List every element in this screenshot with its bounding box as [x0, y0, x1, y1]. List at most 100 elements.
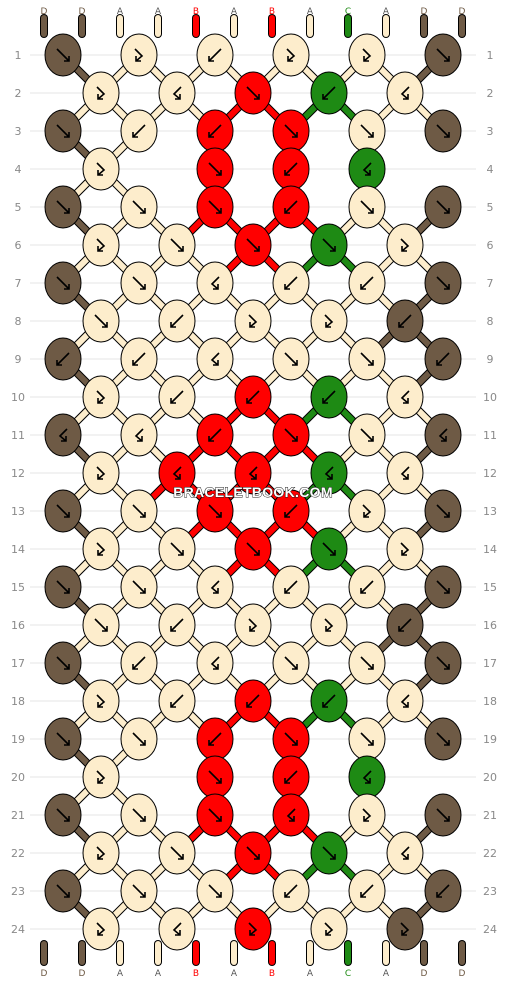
- bottom-strand-label: A: [383, 969, 390, 979]
- backward-forward-icon: [172, 922, 182, 936]
- forward-arrow-icon: [132, 732, 146, 746]
- backward-arrow-icon: [360, 276, 374, 290]
- top-strand-label: A: [383, 7, 390, 17]
- knot: [424, 261, 462, 305]
- forward-backward-icon: [324, 314, 334, 328]
- backward-arrow-icon: [208, 48, 222, 62]
- forward-arrow-icon: [284, 428, 298, 442]
- forward-arrow-icon: [322, 846, 336, 860]
- backward-arrow-icon: [132, 352, 146, 366]
- forward-backward-icon: [400, 542, 410, 556]
- knot: [82, 299, 120, 343]
- backward-arrow-icon: [56, 352, 70, 366]
- knot: [272, 147, 310, 191]
- knot-body: [234, 299, 272, 343]
- forward-arrow-icon: [436, 732, 450, 746]
- top-strand-label: A: [117, 7, 124, 17]
- knot: [310, 299, 348, 343]
- backward-forward-icon: [400, 86, 410, 100]
- knot: [234, 679, 272, 723]
- knot: [386, 907, 424, 951]
- knot: [196, 413, 234, 457]
- forward-arrow-icon: [436, 200, 450, 214]
- top-strand-label: A: [307, 7, 314, 17]
- forward-arrow-icon: [170, 238, 184, 252]
- knot: [120, 869, 158, 913]
- forward-backward-icon: [248, 618, 258, 632]
- forward-arrow-icon: [56, 732, 70, 746]
- forward-backward-icon: [96, 466, 106, 480]
- row-label-left: 9: [15, 353, 22, 366]
- knot: [158, 71, 196, 115]
- knot-body: [82, 375, 120, 419]
- forward-arrow-icon: [208, 808, 222, 822]
- knot-body: [310, 299, 348, 343]
- knot: [424, 109, 462, 153]
- knot-body: [310, 603, 348, 647]
- row-label-left: 3: [15, 125, 22, 138]
- forward-backward-icon: [362, 48, 372, 62]
- knot: [424, 489, 462, 533]
- knot: [120, 185, 158, 229]
- knot: [310, 375, 348, 419]
- knot: [120, 793, 158, 837]
- forward-arrow-icon: [246, 542, 260, 556]
- knot: [234, 451, 272, 495]
- knot: [196, 489, 234, 533]
- backward-forward-icon: [172, 86, 182, 100]
- knot-body: [196, 641, 234, 685]
- knot-body: [310, 451, 348, 495]
- watermark-text: BRACELETBOOK.COM: [173, 484, 333, 500]
- row-label-left: 7: [15, 277, 22, 290]
- knot: [44, 489, 82, 533]
- knot: [234, 603, 272, 647]
- row-label-left: 16: [11, 619, 25, 632]
- knot: [386, 375, 424, 419]
- knot-body: [348, 147, 386, 191]
- knot-body: [158, 907, 196, 951]
- row-label-left: 2: [15, 87, 22, 100]
- knot-body: [196, 337, 234, 381]
- knot: [310, 451, 348, 495]
- forward-arrow-icon: [436, 504, 450, 518]
- forward-backward-icon: [324, 618, 334, 632]
- forward-backward-icon: [96, 86, 106, 100]
- backward-arrow-icon: [284, 884, 298, 898]
- knot: [348, 33, 386, 77]
- row-label-left: 8: [15, 315, 22, 328]
- forward-arrow-icon: [436, 124, 450, 138]
- row-label-right: 21: [483, 809, 497, 822]
- knot: [196, 33, 234, 77]
- forward-arrow-icon: [132, 276, 146, 290]
- row-label-left: 13: [11, 505, 25, 518]
- backward-arrow-icon: [208, 428, 222, 442]
- knot: [348, 337, 386, 381]
- knot: [348, 755, 386, 799]
- forward-arrow-icon: [360, 352, 374, 366]
- knot: [44, 717, 82, 761]
- forward-arrow-icon: [208, 504, 222, 518]
- knot-body: [234, 603, 272, 647]
- row-label-right: 15: [483, 581, 497, 594]
- bottom-strand-label: C: [345, 969, 351, 979]
- backward-forward-icon: [400, 390, 410, 404]
- knot-body: [386, 375, 424, 419]
- bottom-strand-label: A: [307, 969, 314, 979]
- knot: [348, 109, 386, 153]
- forward-arrow-icon: [56, 884, 70, 898]
- forward-arrow-icon: [56, 808, 70, 822]
- knot: [196, 755, 234, 799]
- knot: [348, 261, 386, 305]
- forward-arrow-icon: [56, 504, 70, 518]
- knot: [272, 337, 310, 381]
- knot: [310, 831, 348, 875]
- knot: [272, 33, 310, 77]
- knot-body: [272, 793, 310, 837]
- backward-forward-icon: [210, 656, 220, 670]
- backward-forward-icon: [210, 352, 220, 366]
- row-label-right: 17: [483, 657, 497, 670]
- backward-arrow-icon: [132, 124, 146, 138]
- row-label-right: 14: [483, 543, 497, 556]
- forward-backward-icon: [96, 770, 106, 784]
- knot: [196, 109, 234, 153]
